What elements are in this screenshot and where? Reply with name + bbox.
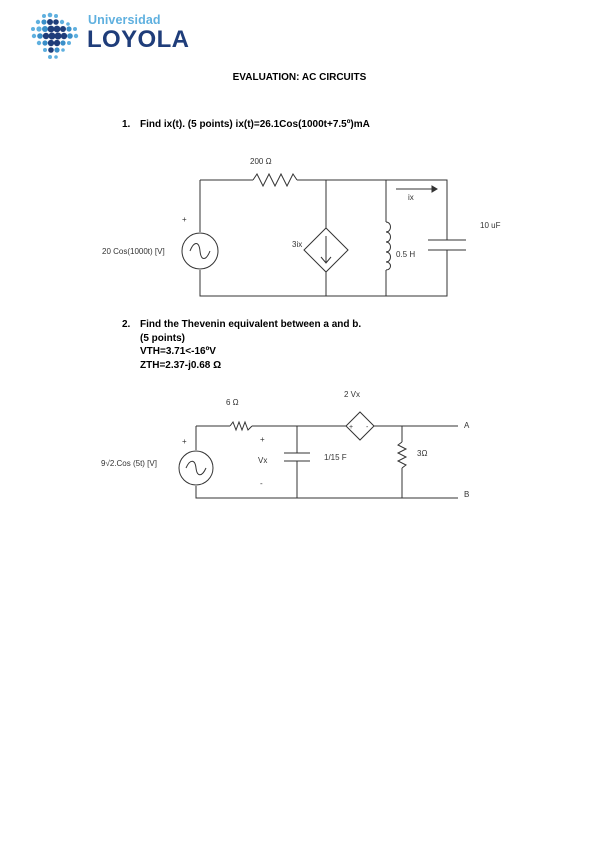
current-label: ix	[408, 193, 414, 202]
resistor-3-label: 3Ω	[417, 449, 427, 458]
inductor-0-5h	[385, 221, 391, 271]
dependent-source-label: 3ix	[292, 240, 302, 249]
ac-voltage-source-2	[178, 450, 214, 486]
university-logo	[31, 12, 79, 59]
source-plus-sign: +	[182, 215, 187, 224]
source-label: 20 Cos(1000t) [V]	[102, 247, 165, 256]
wire	[199, 250, 448, 297]
logo-cross-mark	[31, 12, 79, 59]
sine-icon-2	[185, 460, 207, 476]
question-1-number: 1.	[122, 119, 131, 130]
question-2-points: (5 points)	[140, 332, 185, 344]
capacitor-10uf	[428, 239, 466, 251]
answer-vth: VTH=3.71<-16ºV	[140, 346, 216, 357]
resistor-200-ohm	[252, 172, 298, 188]
dependent-source-label-2: 2 Vx	[344, 390, 360, 399]
capacitor-label-2: 1/15 F	[324, 453, 347, 462]
resistor-3-ohm	[396, 441, 408, 469]
resistor-6-label: 6 Ω	[226, 398, 239, 407]
arrow-right-icon	[431, 185, 438, 193]
logo-text-loyola: LOYOLA	[87, 26, 190, 53]
terminal-b-label: B	[464, 490, 469, 499]
sine-icon	[189, 243, 211, 259]
source-label-2: 9√2.Cos (5t) [V]	[101, 459, 157, 468]
ac-voltage-source	[181, 232, 219, 270]
question-1-text: Find ix(t). (5 points) ix(t)=26.1Cos(100…	[140, 119, 370, 130]
dependent-voltage-source	[345, 411, 375, 441]
resistor-6-ohm	[229, 420, 253, 432]
terminal-a-label: A	[464, 421, 470, 430]
dep-source-plus: +	[349, 424, 353, 431]
source-plus-sign-2: +	[182, 437, 187, 446]
dep-source-minus: -	[366, 424, 369, 431]
question-2-text: Find the Thevenin equivalent between a a…	[140, 319, 362, 330]
question-2-number: 2.	[122, 319, 131, 330]
dependent-current-source	[303, 227, 349, 273]
logo-text-universidad: Universidad	[88, 13, 161, 27]
answer-zth: ZTH=2.37-j0.68 Ω	[140, 359, 222, 371]
resistor-label: 200 Ω	[250, 157, 272, 166]
inductor-label: 0.5 H	[396, 250, 415, 259]
arrow-down-icon	[320, 236, 332, 264]
vx-label: Vx	[258, 456, 267, 465]
question-2-block: Find the Thevenin equivalent between a a…	[140, 318, 361, 372]
page-title: EVALUATION: AC CIRCUITS	[232, 72, 367, 83]
vx-plus-sign: +	[260, 435, 265, 444]
capacitor-1-15f	[284, 452, 310, 462]
capacitor-label: 10 uF	[480, 221, 501, 230]
vx-minus-sign: -	[260, 479, 263, 488]
wire	[297, 179, 448, 240]
